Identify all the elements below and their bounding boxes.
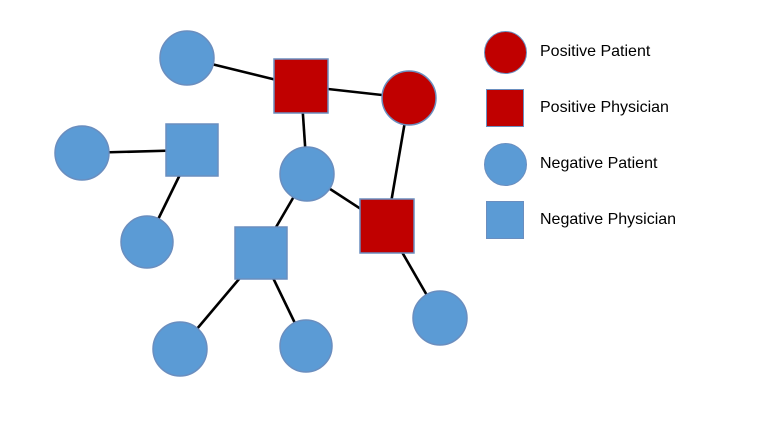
swatch-column xyxy=(483,30,527,74)
node-positive-physician xyxy=(273,58,329,114)
legend-item-positive-physician: Positive Physician xyxy=(483,80,676,136)
node-positive-patient xyxy=(381,70,437,126)
legend-label: Positive Physician xyxy=(540,99,669,116)
node-positive-physician xyxy=(359,198,415,254)
node-negative-patient xyxy=(54,125,110,181)
negative-physician-square-icon xyxy=(486,201,524,239)
node-negative-patient xyxy=(279,146,335,202)
negative-patient-circle-icon xyxy=(483,142,527,186)
node-negative-physician xyxy=(165,123,219,177)
node-negative-patient xyxy=(152,321,208,377)
swatch-column xyxy=(483,142,527,186)
node-negative-physician xyxy=(234,226,288,280)
legend-item-positive-patient: Positive Patient xyxy=(483,24,676,80)
positive-patient-circle-icon xyxy=(483,30,527,74)
node-negative-patient xyxy=(279,319,333,373)
node-negative-patient xyxy=(412,290,468,346)
swatch-column xyxy=(483,201,527,239)
legend-item-negative-patient: Negative Patient xyxy=(483,136,676,192)
legend-label: Negative Patient xyxy=(540,155,658,172)
legend: Positive Patient Positive Physician Nega… xyxy=(483,24,676,248)
node-negative-patient xyxy=(120,215,174,269)
legend-label: Positive Patient xyxy=(540,43,651,60)
node-negative-patient xyxy=(159,30,215,86)
legend-item-negative-physician: Negative Physician xyxy=(483,192,676,248)
legend-label: Negative Physician xyxy=(540,211,677,228)
swatch-column xyxy=(483,89,527,127)
positive-physician-square-icon xyxy=(486,89,524,127)
